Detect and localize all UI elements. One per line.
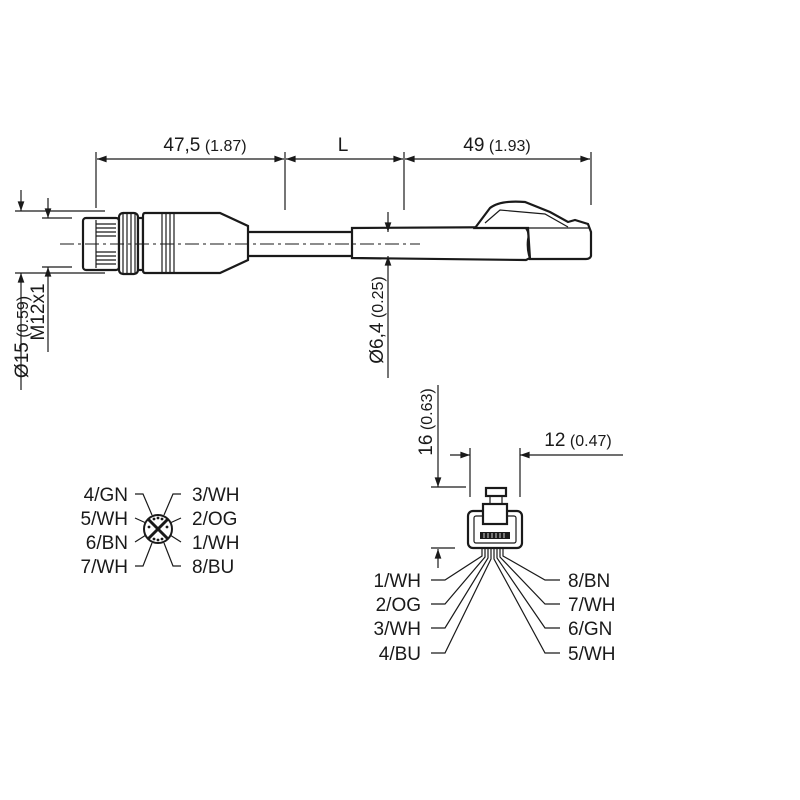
cable — [248, 230, 352, 258]
rj45-pin-label: 5/WH — [568, 644, 616, 665]
m12-pin-label: 8/BU — [192, 557, 234, 578]
diameter-dimensions: Ø15 (0.59) M12x1 Ø6,4 (0.25) — [12, 190, 392, 390]
cable-length-label: L — [338, 135, 349, 156]
thread-label: M12x1 — [28, 283, 49, 340]
rj45-pin-label: 3/WH — [374, 619, 422, 640]
rj45-pin-label: 6/GN — [568, 619, 612, 640]
m12-pin-label: 3/WH — [192, 485, 240, 506]
m12-pin-label: 6/BN — [86, 533, 128, 554]
rj45-front-view: 16 (0.63) 12 (0.47) 1/WH 2/OG 3/WH 4/BU … — [374, 385, 623, 665]
plug-diameter-label: Ø15 (0.59) — [12, 296, 33, 378]
rj45-pin-label: 8/BN — [568, 571, 610, 592]
m12-pin-label: 1/WH — [192, 533, 240, 554]
m12-pinout: 4/GN 5/WH 6/BN 7/WH 3/WH 2/OG 1/WH 8/BU — [81, 485, 240, 578]
rj45-pin-label: 2/OG — [376, 595, 421, 616]
m12-pin-label: 2/OG — [192, 509, 237, 530]
cable-diameter-label: Ø6,4 (0.25) — [367, 276, 388, 363]
m12-pin-label: 4/GN — [84, 485, 128, 506]
rj45-pin-label: 7/WH — [568, 595, 616, 616]
plug-length-label: 47,5 (1.87) — [163, 135, 246, 156]
rj45-pin-label: 1/WH — [374, 571, 422, 592]
rj45-height-label: 16 (0.63) — [416, 388, 437, 455]
m12-pin-label: 7/WH — [81, 557, 129, 578]
m12-pin-label: 5/WH — [81, 509, 129, 530]
rj45-pin-label: 4/BU — [379, 644, 421, 665]
rj45-length-label: 49 (1.93) — [463, 135, 530, 156]
rj45-width-label: 12 (0.47) — [544, 430, 611, 451]
rj45-connector-side-view — [350, 200, 593, 262]
length-dimensions: 47,5 (1.87) L 49 (1.93) — [95, 135, 592, 210]
